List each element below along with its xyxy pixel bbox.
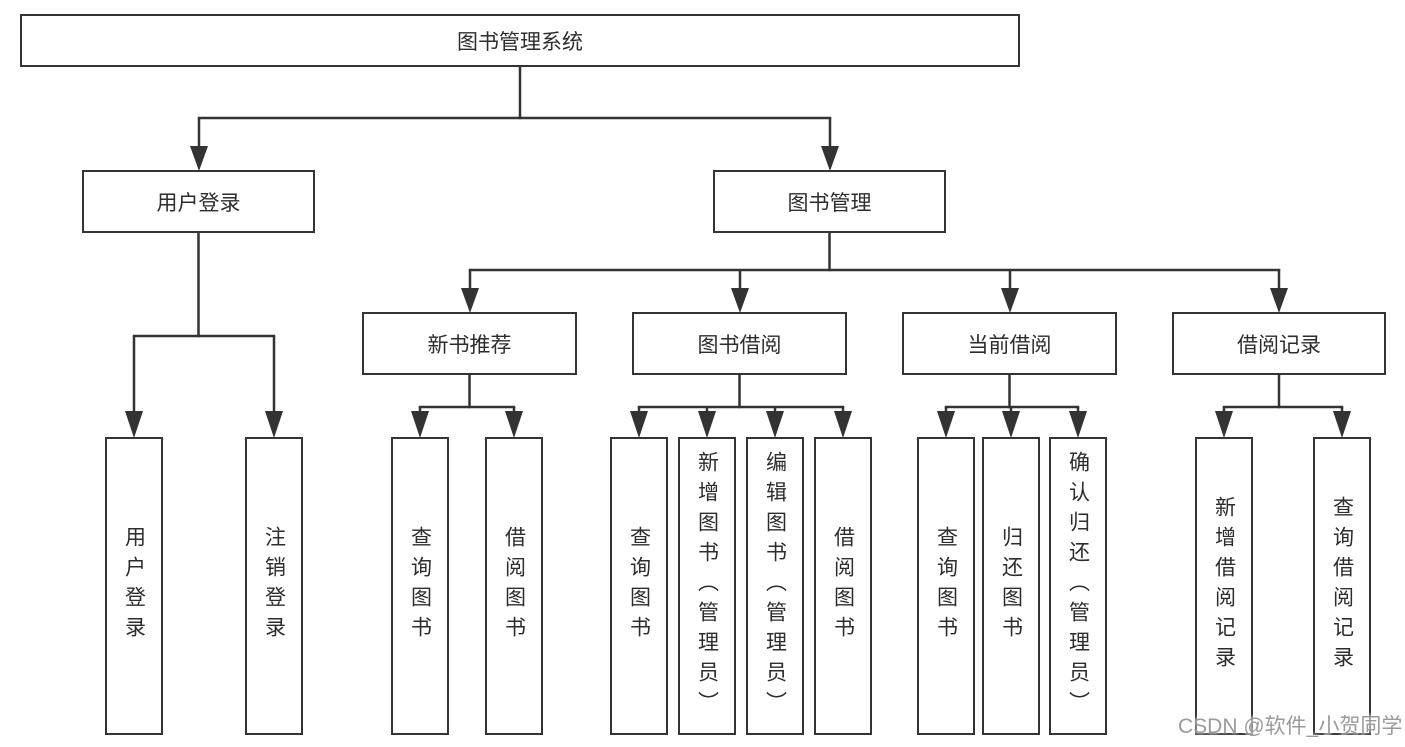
leaf-borrow-books-recommend: 借阅图书 [485,437,543,735]
connector-book-borrow [630,375,852,438]
leaf-logout: 注销登录 [245,437,303,735]
node-current-borrow: 当前借阅 [902,312,1117,375]
connector-borrow-records [1215,375,1351,438]
leaf-query-books-recommend: 查询图书 [391,437,449,735]
leaf-return-book: 归还图书 [982,437,1040,735]
leaf-user-login: 用户登录 [105,437,163,735]
connector-user-login [125,233,283,438]
node-user-login: 用户登录 [82,170,315,233]
leaf-query-books-borrow: 查询图书 [610,437,668,735]
node-book-borrow: 图书借阅 [632,312,847,375]
node-book-management: 图书管理 [713,170,946,233]
node-new-book-recommend: 新书推荐 [362,312,577,375]
connector-current-borrow [937,375,1087,438]
leaf-edit-book-admin: 编辑图书（管理员） [746,437,804,735]
connector-book-management [461,233,1288,313]
leaf-borrow-books: 借阅图书 [814,437,872,735]
leaf-confirm-return-admin: 确认归还（管理员） [1049,437,1107,735]
connector-root [190,67,839,171]
node-borrow-records: 借阅记录 [1172,312,1386,375]
node-library-system: 图书管理系统 [20,14,1020,67]
leaf-add-borrow-record: 新增借阅记录 [1195,437,1253,735]
csdn-watermark: CSDN @软件_小贺同学 [1178,715,1403,738]
leaf-query-borrow-record: 查询借阅记录 [1313,437,1371,735]
connector-new-book [411,375,523,438]
leaf-query-books-current: 查询图书 [917,437,975,735]
leaf-add-book-admin: 新增图书（管理员） [678,437,736,735]
